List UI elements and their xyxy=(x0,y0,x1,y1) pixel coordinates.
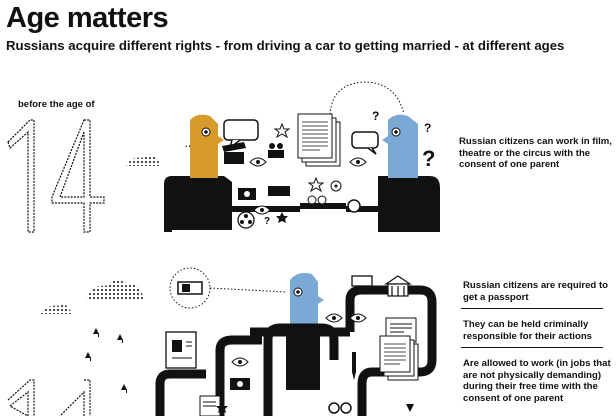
document-icon xyxy=(379,335,419,381)
figure-blue xyxy=(290,272,324,330)
arrow-marker xyxy=(406,404,414,412)
star-icon xyxy=(216,402,228,413)
eye-icon xyxy=(325,313,343,323)
age-prefix-label: before the age of xyxy=(18,99,95,110)
eye-icon xyxy=(231,357,249,367)
section2-body xyxy=(155,285,437,416)
speech-bubble-icon xyxy=(351,131,379,155)
film-camera-icon xyxy=(307,195,361,213)
eye-icon xyxy=(249,157,267,167)
film-camera-icon xyxy=(268,143,284,158)
caption-passport: Russian citizens are required to get a p… xyxy=(463,280,609,303)
svg-text:?: ? xyxy=(372,109,379,123)
passport-icon xyxy=(165,331,197,369)
knife-icon xyxy=(352,352,356,380)
page-title: Age matters xyxy=(6,2,169,34)
svg-text:?: ? xyxy=(264,216,270,227)
star-icon xyxy=(276,212,288,223)
caption-divider xyxy=(461,308,603,309)
question-mark-icon: ? ? ? ? xyxy=(264,109,435,227)
eye-icon xyxy=(349,157,367,167)
caption-divider xyxy=(461,347,603,348)
card-icon xyxy=(351,275,373,287)
figure-torso xyxy=(286,330,320,390)
clapperboard-icon xyxy=(222,142,246,164)
banknote-icon xyxy=(169,267,211,309)
camera-icon xyxy=(238,186,290,200)
star-icon xyxy=(273,122,325,193)
svg-text:?: ? xyxy=(422,146,435,171)
document-icon xyxy=(297,113,341,167)
caption-criminal: They can be held criminally responsible … xyxy=(463,319,593,342)
figure-blue xyxy=(382,114,418,178)
camera-icon xyxy=(230,378,250,390)
figure-orange xyxy=(190,114,224,178)
building-icon xyxy=(384,275,412,297)
handcuffs-icon xyxy=(328,402,352,414)
age-number-14-bottom xyxy=(7,379,91,416)
tree-marks xyxy=(85,328,127,393)
section1-scene xyxy=(164,81,440,232)
svg-text:?: ? xyxy=(424,121,431,135)
speech-bubble-icon xyxy=(223,119,259,150)
eye-icon xyxy=(253,205,271,215)
age-number-14-top xyxy=(7,119,105,233)
film-reel-icon xyxy=(237,180,342,229)
eye-icon xyxy=(349,313,367,323)
page-subtitle: Russians acquire different rights - from… xyxy=(6,38,565,53)
caption-work-film: Russian citizens can work in film, theat… xyxy=(459,136,613,170)
caption-work-free-time: Are allowed to work (in jobs that are no… xyxy=(463,358,611,404)
